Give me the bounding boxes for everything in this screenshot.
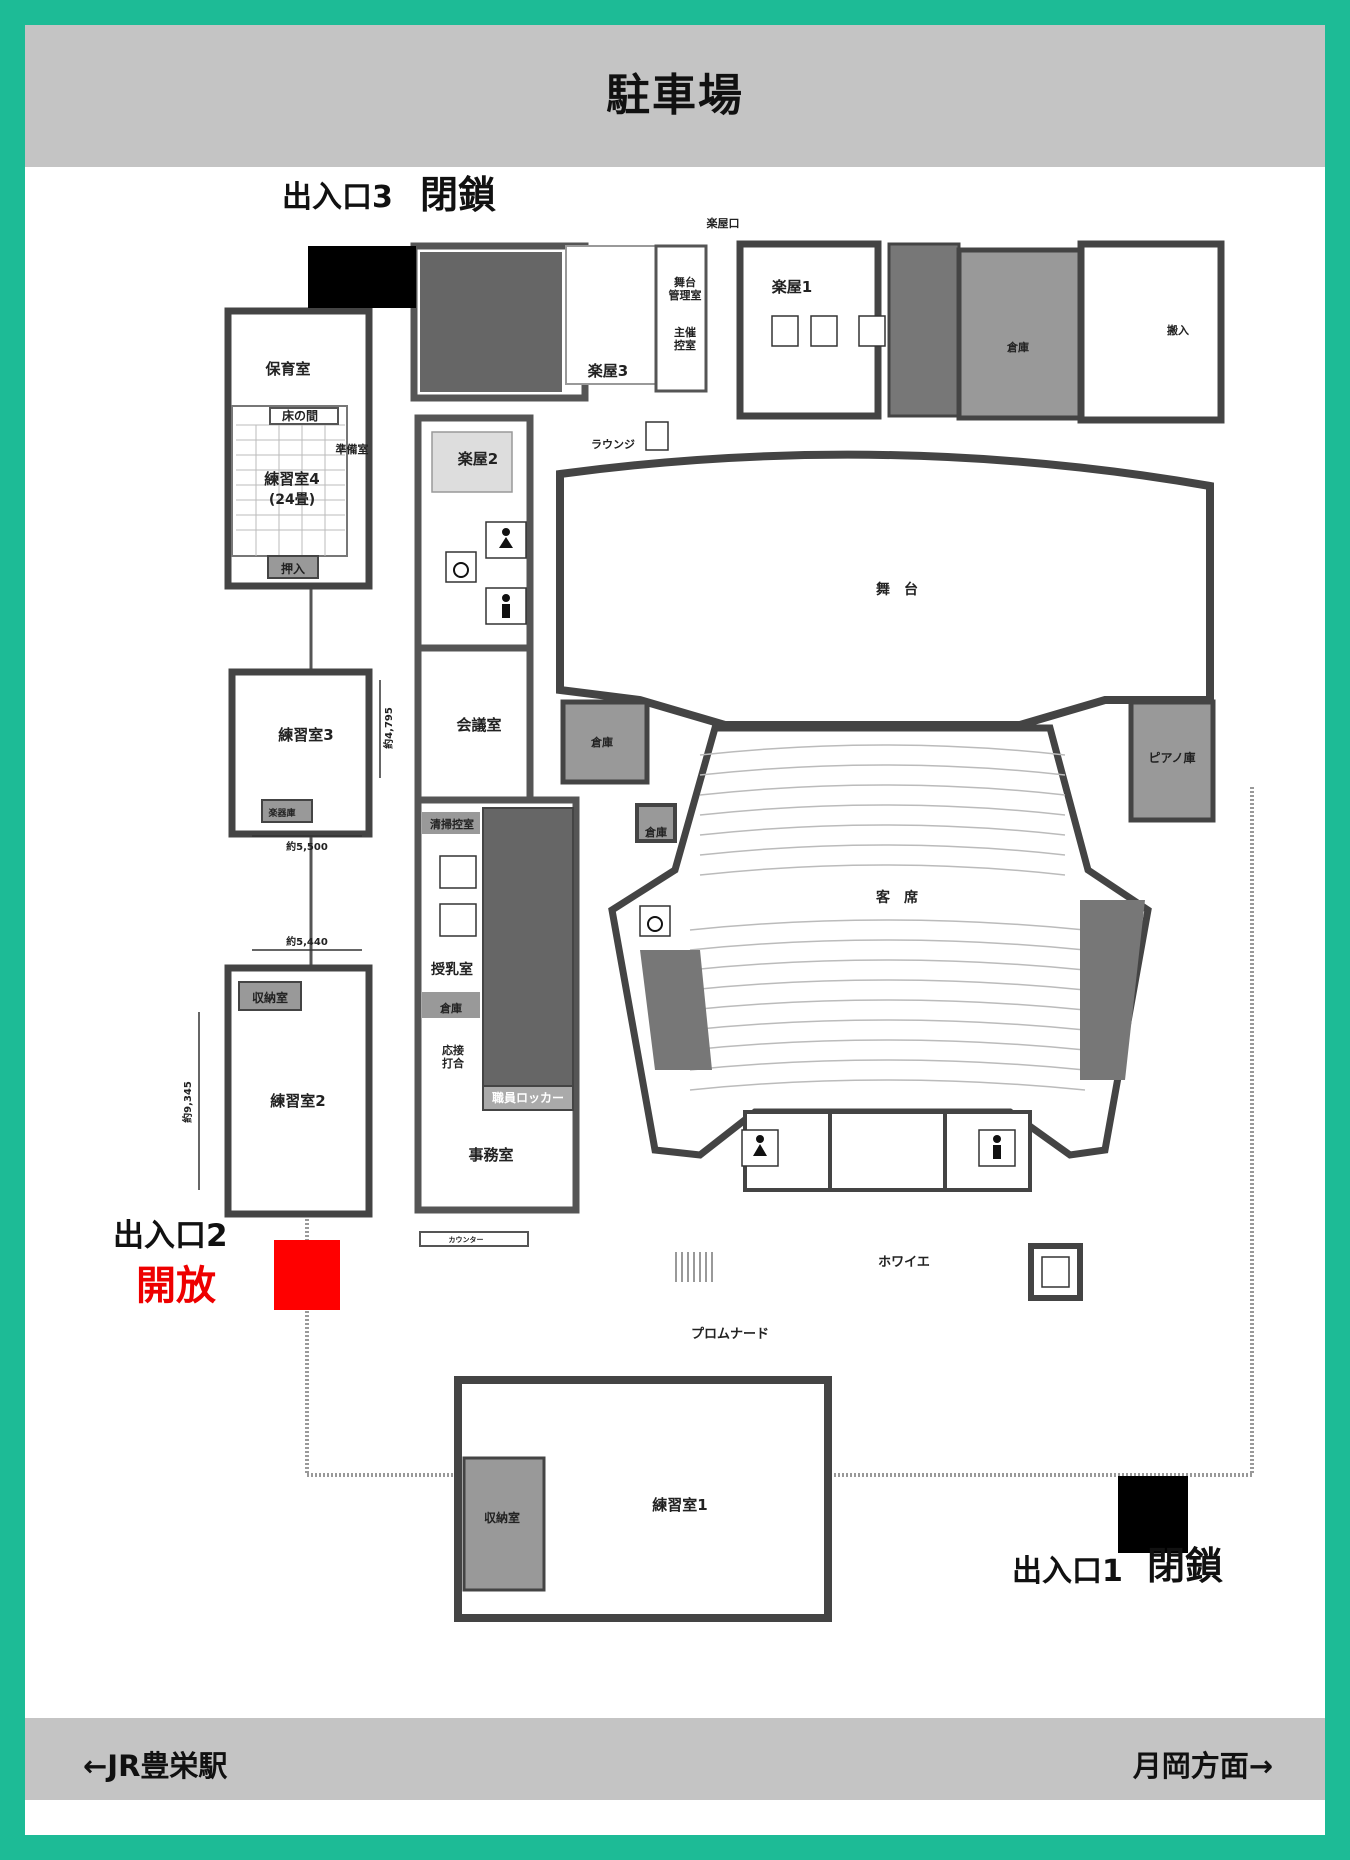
room-hoikushitsu: 保育室: [264, 360, 310, 378]
room-counter: カウンター: [449, 1235, 484, 1244]
entrance-1-status: 閉鎖: [1147, 1544, 1224, 1588]
dim-r3-height: 約4,795: [382, 707, 395, 749]
road-band: [25, 1718, 1325, 1800]
room-seiso: 清掃控室: [430, 817, 474, 831]
entrance-3-label: 出入口3: [282, 180, 393, 215]
room-oset: 応接打合: [442, 1043, 465, 1070]
toilet-female-icon: [741, 1129, 779, 1167]
dim-r3-width: 約5,500: [286, 840, 328, 853]
room-butai: 舞 台: [876, 581, 918, 598]
parking-band: 駐車場: [25, 25, 1325, 167]
dim-r2-height: 約9,345: [181, 1081, 194, 1123]
room-butai-kanri: 舞台管理室: [669, 275, 702, 302]
room-shuno1: 収納室: [484, 1510, 520, 1525]
room-gakkiko: 楽器庫: [268, 807, 295, 819]
toilet-male-icon: [485, 587, 527, 625]
room-junbishitsu: 準備室: [336, 442, 369, 456]
room-tokonoma: 床の間: [282, 408, 318, 423]
room-locker: 職員ロッカー: [492, 1090, 564, 1105]
room-souko-top: 倉庫: [1006, 340, 1029, 354]
room-lounge: ラウンジ: [591, 438, 635, 451]
entrance-2-label: 出入口2: [113, 1218, 228, 1254]
room-gakuya3: 楽屋3: [588, 362, 628, 380]
room-junyu: 授乳室: [431, 961, 473, 978]
room-gakuyaguchi: 楽屋口: [706, 216, 740, 230]
room-shuno2: 収納室: [252, 990, 288, 1005]
room-renshu4: 練習室4: [264, 470, 319, 488]
baby-care-icon: [439, 903, 477, 937]
room-piano: ピアノ庫: [1149, 750, 1196, 765]
dim-r2-width: 約5,440: [286, 935, 328, 948]
direction-jr-station: ←JR豊栄駅: [83, 1749, 228, 1783]
room-renshu1: 練習室1: [652, 1496, 707, 1514]
room-renshu4-size: (24畳): [269, 492, 315, 508]
elevator-icon: [645, 421, 669, 451]
room-kyakuseki: 客 席: [875, 889, 918, 906]
toilet-female-icon: [485, 521, 527, 559]
entrance-3-status: 閉鎖: [420, 173, 497, 217]
room-souko-s: 倉庫: [644, 825, 667, 839]
room-souko-l: 倉庫: [590, 735, 613, 749]
room-souko-c: 倉庫: [439, 1001, 462, 1015]
room-renshu3: 練習室3: [278, 726, 333, 744]
entrance-2-marker: [274, 1240, 340, 1310]
wheelchair-icon: [445, 551, 477, 583]
room-shusai: 主催控室: [674, 325, 696, 352]
entrance-3-marker: [308, 246, 416, 308]
direction-tsukioka: 月岡方面→: [1132, 1749, 1273, 1783]
restroom-icon: [771, 315, 886, 347]
room-kaigishitsu: 会議室: [456, 716, 501, 734]
room-oshiire: 押入: [281, 561, 305, 576]
room-jimu: 事務室: [468, 1146, 513, 1164]
room-gakuya2: 楽屋2: [458, 450, 498, 468]
entrance-2-status: 開放: [136, 1263, 216, 1309]
toilet-male-icon: [978, 1129, 1016, 1167]
wheelchair-icon: [639, 905, 671, 937]
room-hannyu: 搬入: [1167, 323, 1189, 337]
elevator-icon: [1041, 1256, 1070, 1288]
area-promenade: プロムナード: [691, 1327, 769, 1342]
room-gakuya1: 楽屋1: [772, 278, 812, 296]
area-foyer: ホワイエ: [878, 1255, 930, 1270]
entrance-1-marker: [1118, 1476, 1188, 1553]
room-renshu2: 練習室2: [270, 1092, 325, 1110]
locker-icon: [439, 855, 477, 889]
parking-title: 駐車場: [606, 70, 744, 121]
entrance-1-label: 出入口1: [1012, 1554, 1123, 1589]
